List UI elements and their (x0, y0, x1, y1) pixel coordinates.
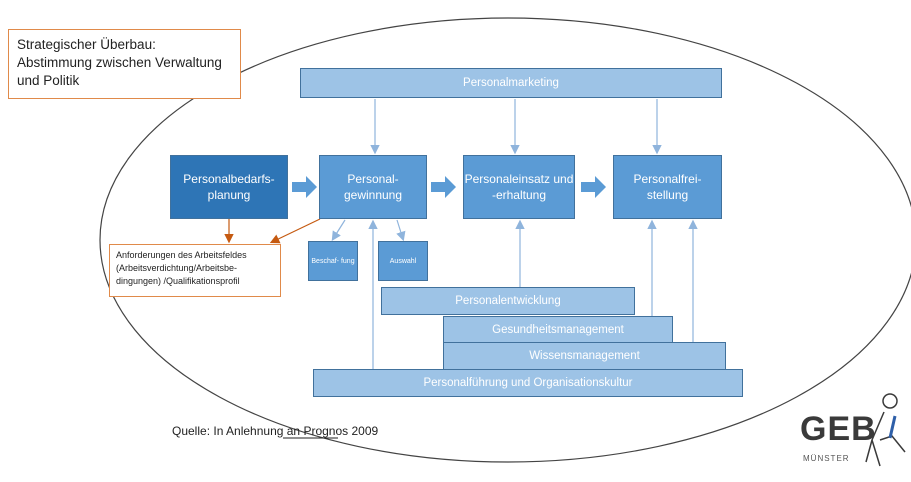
block-arrow-1 (292, 176, 317, 198)
gewinnung-to-requirements-connector (269, 218, 321, 244)
personalfuehrung-bar: Personalführung und Organisationskultur (313, 369, 743, 397)
beschaffung-box: Beschaf- fung (308, 241, 358, 281)
gewinnung-to-auswahl-arrow (396, 219, 406, 242)
requirements-line-1: Anforderungen des Arbeitsfeldes (116, 250, 247, 260)
auswahl-box: Auswahl (378, 241, 428, 281)
logo-city: MÜNSTER (803, 454, 850, 463)
block-arrow-3 (581, 176, 606, 198)
gewinnung-to-beschaffung-arrow (331, 219, 346, 242)
personalgewinnung-box: Personal- gewinnung (319, 155, 427, 219)
scope-ellipse (99, 17, 911, 463)
personaleinsatz-box: Personaleinsatz und -erhaltung (463, 155, 575, 219)
logo-figure-icon (865, 393, 906, 467)
personalfreistellung-box: Personalfrei- stellung (613, 155, 722, 219)
personalentwicklung-bar: Personalentwicklung (381, 287, 635, 315)
requirements-line-3: dingungen) /Qualifikationsprofil (116, 276, 240, 286)
block-arrow-2 (431, 176, 456, 198)
gesundheitsmanagement-bar: Gesundheitsmanagement (443, 316, 673, 344)
requirements-line-2: (Arbeitsverdichtung/Arbeitsbe- (116, 263, 238, 273)
personalbedarfsplanung-box: Personalbedarfs- planung (170, 155, 288, 219)
strategic-note: Strategischer Überbau: Abstimmung zwisch… (8, 29, 241, 99)
requirements-note: Anforderungen des Arbeitsfeldes (Arbeits… (109, 244, 281, 297)
logo-wordmark: GEB (800, 410, 877, 448)
personalmarketing-box: Personalmarketing (300, 68, 722, 98)
source-caption: Quelle: In Anlehnung an Prognos 2009 (172, 424, 379, 438)
wissensmanagement-bar: Wissensmanagement (443, 342, 726, 370)
